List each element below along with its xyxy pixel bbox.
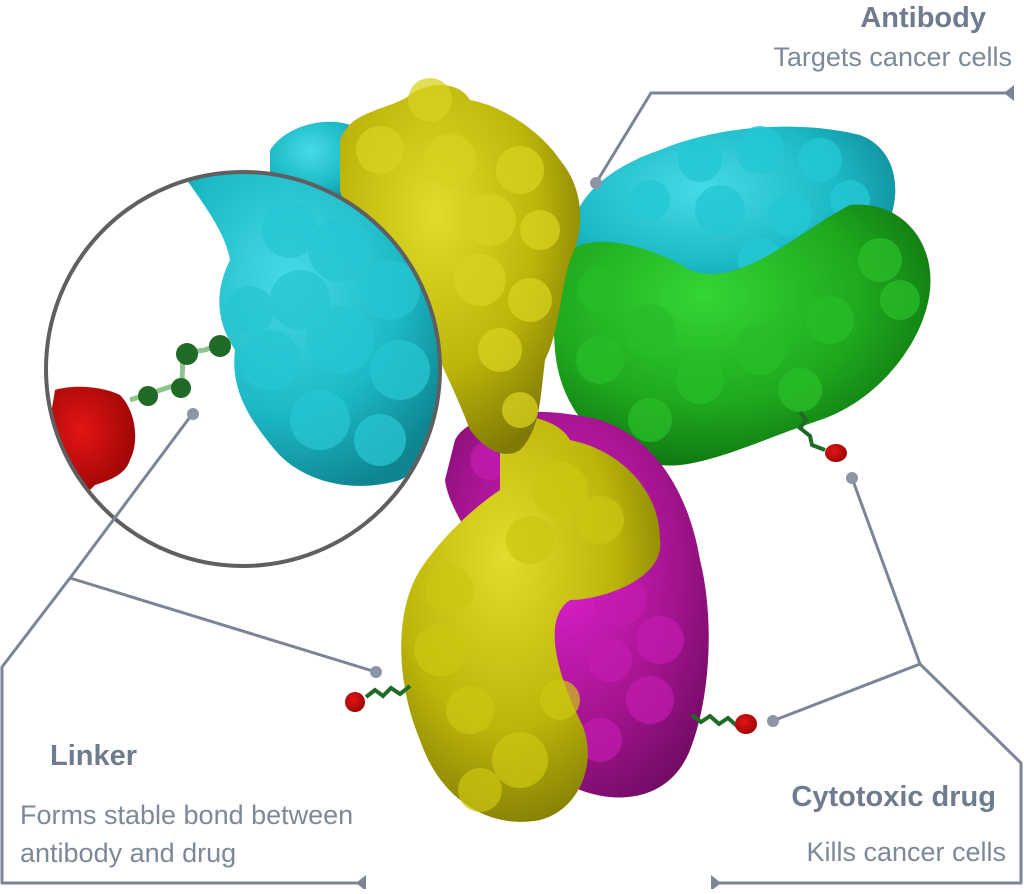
callout-dots (187, 177, 858, 727)
linker-label-description-line-2: antibody and drug (20, 838, 237, 868)
linker-chain (129, 335, 231, 406)
callout-lines (0, 91, 1023, 885)
linker-callout-branch (69, 576, 377, 674)
antibody-label-title: Antibody (860, 2, 986, 34)
callout-arrowheads (356, 85, 1014, 891)
linker-arrowhead-icon (356, 875, 366, 891)
linker-label-description-line-1: Forms stable bond between (20, 800, 354, 830)
fc-region (401, 411, 709, 822)
antibody-callout-dot (590, 177, 602, 189)
drug-callout-line-lower (712, 662, 1023, 885)
right-fab-arm (553, 126, 931, 466)
linker-label-title: Linker (50, 740, 138, 772)
payload-right-lower (690, 713, 757, 734)
linker-callout-line (0, 412, 364, 885)
linker-callout-dot-lens (187, 408, 199, 420)
antibody-callout-line (594, 91, 1012, 184)
payload-right-upper (797, 410, 847, 462)
payload-left-lower (345, 684, 412, 712)
drug-arrowhead-icon (711, 875, 721, 891)
magnifier-ring (44, 170, 442, 568)
antibody-label-description: Targets cancer cells (773, 42, 1012, 72)
drug-callout-dot-lower (767, 715, 779, 727)
cytotoxic-drug-label-title: Cytotoxic drug (791, 781, 996, 813)
magnifier-lens (44, 170, 442, 568)
drug-callout-line-upper (774, 477, 922, 722)
antibody-arrowhead-icon (1004, 85, 1014, 101)
drug-callout-dot-upper (846, 472, 858, 484)
cytotoxic-drug-label-description: Kills cancer cells (806, 837, 1006, 867)
linker-callout-dot (370, 666, 382, 678)
